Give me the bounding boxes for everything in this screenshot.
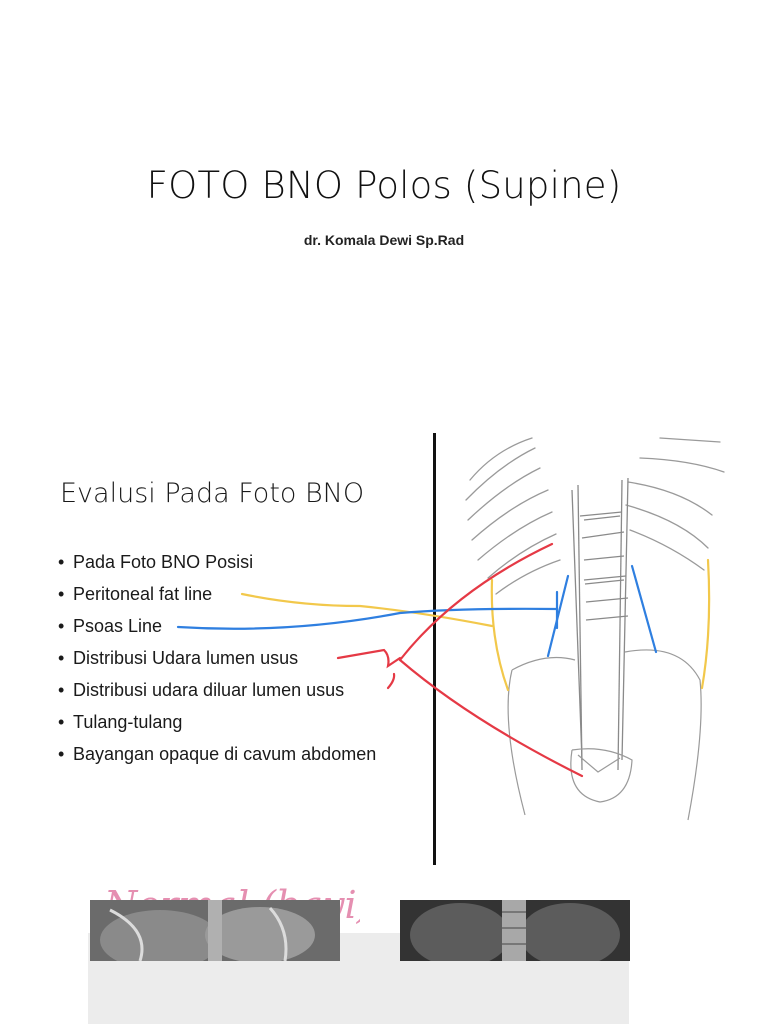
spine-sketch <box>571 477 629 771</box>
air-distribution-line <box>336 542 584 778</box>
title-slide: FOTO BNO Polos (Supine) dr. Komala Dewi … <box>0 0 768 420</box>
xray-slide: Normal (bayi) <box>0 870 768 1024</box>
slide-author: dr. Komala Dewi Sp.Rad <box>303 232 465 248</box>
bullet-item: Pada Foto BNO Posisi <box>58 546 376 578</box>
bullet-item: Bayangan opaque di cavum abdomen <box>58 738 376 770</box>
bullet-item: Tulang-tulang <box>58 706 376 738</box>
vertical-divider <box>433 433 436 865</box>
slide-title: FOTO BNO Polos (Supine) <box>146 164 622 207</box>
evaluation-slide: Evalusi Pada Foto BNO Pada Foto BNO Posi… <box>0 420 768 880</box>
bullet-item: Psoas Line <box>58 610 376 642</box>
bullet-list: Pada Foto BNO Posisi Peritoneal fat line… <box>58 546 376 770</box>
bullet-item: Peritoneal fat line <box>58 578 376 610</box>
abdomen-sketch <box>176 437 725 821</box>
xray-image-left <box>90 900 340 961</box>
bullet-item: Distribusi Udara lumen usus <box>58 642 376 674</box>
slide-heading: Evalusi Pada Foto BNO <box>60 478 365 509</box>
bullet-item: Distribusi udara diluar lumen usus <box>58 674 376 706</box>
xray-image-right <box>400 900 630 961</box>
pelvis-sketch <box>507 649 702 821</box>
rib-cage-sketch <box>465 437 725 595</box>
psoas-line <box>176 564 658 658</box>
peritoneal-fat-line <box>240 558 711 692</box>
